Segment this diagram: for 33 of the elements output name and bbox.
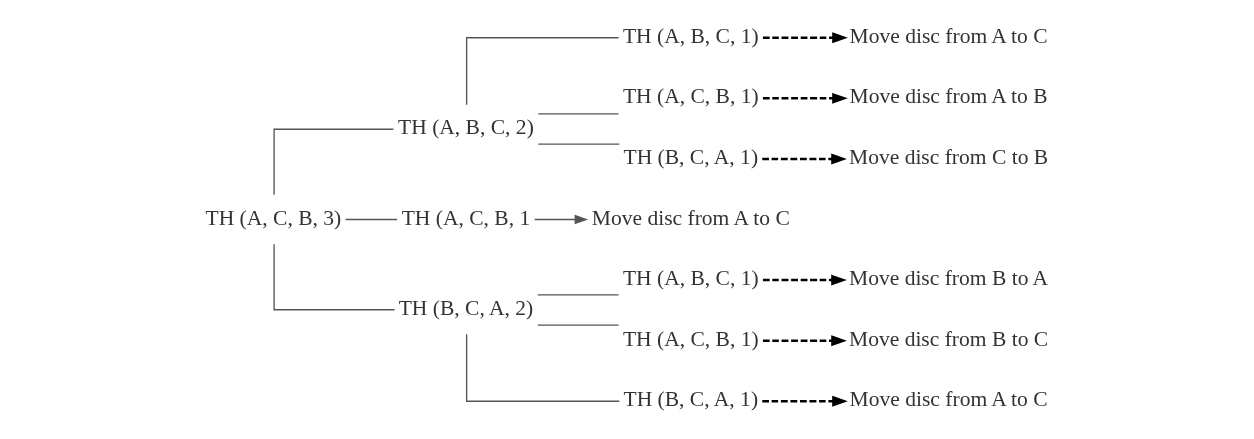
arrow	[761, 153, 847, 165]
node-text: TH (B, C, A, 1)	[622, 387, 758, 412]
connector	[344, 218, 398, 221]
arrow	[762, 335, 847, 347]
arrow	[761, 395, 848, 407]
connector	[536, 324, 619, 326]
node-text: TH (A, B, C, 1)	[622, 23, 759, 48]
connector	[272, 128, 394, 196]
node-text: TH (A, C, B, 1)	[622, 326, 759, 351]
arrow	[762, 274, 847, 286]
node-text: Move disc from C to B	[848, 145, 1048, 170]
connector	[536, 294, 619, 296]
node-text: Move disc from B to A	[848, 266, 1048, 291]
connector	[465, 333, 620, 402]
node-text: Move disc from A to C	[849, 23, 1048, 48]
connector	[537, 143, 620, 145]
node-text: TH (B, C, A, 1)	[622, 145, 758, 170]
node-text: TH (A, C, B, 1	[401, 205, 530, 230]
connector	[537, 113, 619, 115]
arrow	[762, 32, 848, 44]
node-text: Move disc from A to C	[849, 387, 1048, 412]
node-text: Move disc from B to C	[848, 326, 1048, 351]
node-text: TH (A, B, C, 1)	[622, 266, 759, 291]
node-text: Move disc from A to B	[849, 84, 1048, 109]
node-text: TH (A, C, B, 1)	[622, 84, 759, 109]
arrow	[762, 92, 848, 104]
connector	[272, 243, 395, 311]
node-text: Move disc from A to C	[591, 205, 790, 230]
connector	[465, 37, 619, 106]
node-text: TH (A, B, C, 2)	[397, 115, 534, 140]
node-text: TH (B, C, A, 2)	[398, 295, 533, 320]
node-text: TH (A, C, B, 3)	[205, 205, 341, 230]
arrow	[533, 214, 588, 225]
